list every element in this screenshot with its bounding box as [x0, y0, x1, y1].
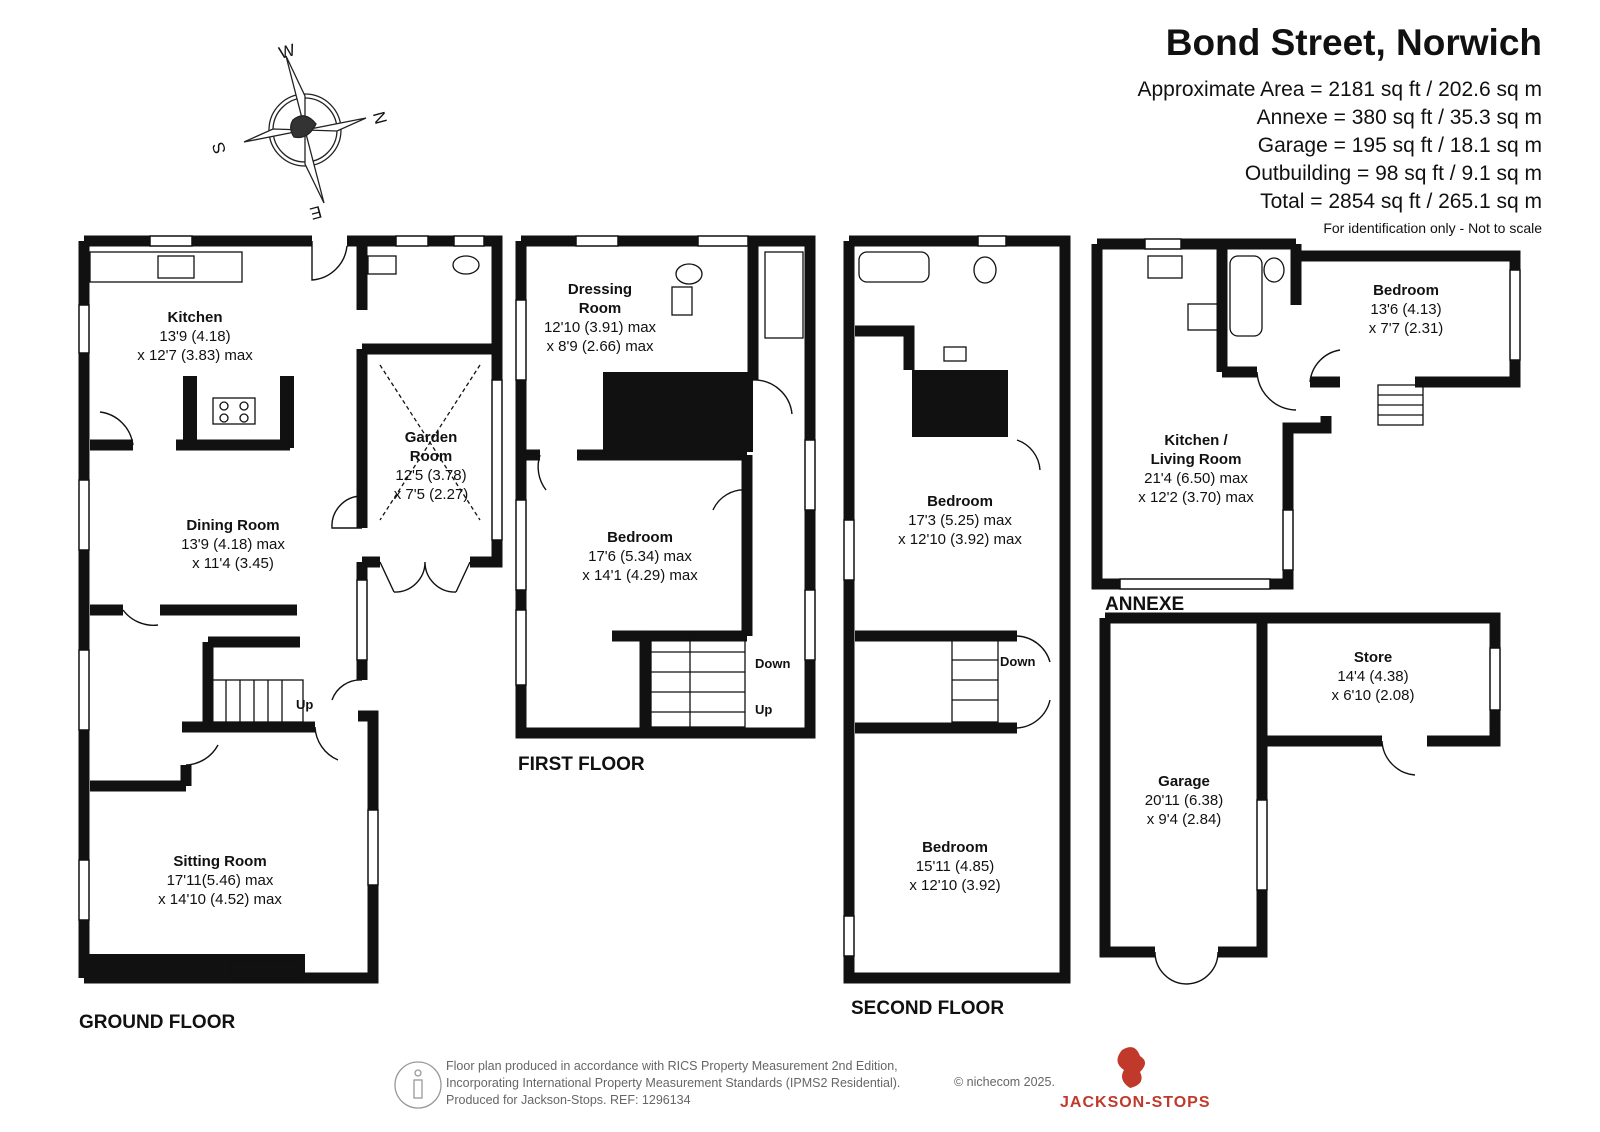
room-annexe-kitchen: Kitchen / Living Room 21'4 (6.50) max x …	[1138, 431, 1253, 507]
area-line-3: Garage = 195 sq ft / 18.1 sq m	[1257, 134, 1542, 157]
room-dim: x 12'2 (3.70) max	[1138, 489, 1254, 506]
room-dim: x 12'7 (3.83) max	[137, 347, 253, 364]
room-dim: 21'4 (6.50) max	[1144, 470, 1248, 487]
room-bedroom-second-1: Bedroom 17'3 (5.25) max x 12'10 (3.92) m…	[898, 492, 1022, 549]
area-line-5: Total = 2854 sq ft / 265.1 sq m	[1260, 190, 1542, 213]
floor-label-first: FIRST FLOOR	[518, 754, 645, 775]
room-store: Store 14'4 (4.38) x 6'10 (2.08)	[1332, 648, 1415, 705]
compass-rose	[243, 55, 367, 204]
room-dim: 13'6 (4.13)	[1370, 301, 1442, 318]
room-name: Bedroom	[1373, 282, 1439, 299]
floor-label-ground: GROUND FLOOR	[79, 1012, 236, 1033]
room-name: Garden	[404, 429, 458, 446]
room-dining: Dining Room 13'9 (4.18) max x 11'4 (3.45…	[181, 516, 285, 573]
stairs-down-second: Down	[1000, 654, 1036, 669]
room-dim: x 9'4 (2.84)	[1146, 811, 1222, 828]
area-line-2: Annexe = 380 sq ft / 35.3 sq m	[1256, 106, 1542, 129]
room-dim: x 6'10 (2.08)	[1331, 687, 1415, 704]
room-garden: Garden Room 12'5 (3.78) x 7'5 (2.27)	[394, 428, 469, 504]
room-name: Dressing	[567, 281, 633, 298]
room-bedroom-first: Bedroom 17'6 (5.34) max x 14'1 (4.29) ma…	[582, 528, 697, 585]
room-dim: x 12'10 (3.92)	[909, 877, 1001, 894]
footer-line: Floor plan produced in accordance with R…	[446, 1059, 898, 1073]
room-kitchen: Kitchen 13'9 (4.18) x 12'7 (3.83) max	[137, 308, 252, 365]
room-annexe-bedroom: Bedroom 13'6 (4.13) x 7'7 (2.31)	[1369, 281, 1444, 338]
room-bedroom-second-2: Bedroom 15'11 (4.85) x 12'10 (3.92)	[909, 838, 1000, 895]
room-dim: x 12'10 (3.92) max	[898, 531, 1022, 548]
room-name: Bedroom	[607, 529, 673, 546]
room-dim: 12'10 (3.91) max	[543, 319, 657, 336]
room-name: Kitchen /	[1164, 432, 1228, 449]
annexe-walls	[1091, 238, 1521, 590]
room-dim: x 8'9 (2.66) max	[546, 338, 654, 355]
room-name: Sitting Room	[173, 853, 267, 870]
footer-line: Produced for Jackson-Stops. REF: 1296134	[446, 1093, 691, 1107]
room-dim: 17'6 (5.34) max	[588, 548, 692, 565]
scale-note: For identification only - Not to scale	[1323, 220, 1542, 236]
room-dim: 17'11(5.46) max	[166, 872, 274, 889]
room-name: Garage	[1158, 773, 1210, 790]
jackson-stops-logo-icon	[1117, 1047, 1145, 1088]
room-sitting: Sitting Room 17'11(5.46) max x 14'10 (4.…	[158, 852, 282, 909]
area-line-4: Outbuilding = 98 sq ft / 9.1 sq m	[1244, 162, 1542, 185]
room-dim: 13'9 (4.18) max	[181, 536, 285, 553]
room-name: Bedroom	[922, 839, 988, 856]
copyright: © nichecom 2025.	[954, 1075, 1055, 1089]
room-dim: x 14'10 (4.52) max	[158, 891, 282, 908]
room-name: Store	[1353, 649, 1393, 666]
floor-label-annexe: ANNEXE	[1105, 594, 1185, 615]
room-name: Living Room	[1150, 451, 1242, 468]
stairs-up-first: Up	[755, 702, 773, 717]
room-dim: x 14'1 (4.29) max	[582, 567, 698, 584]
room-dim: x 7'5 (2.27)	[393, 486, 469, 503]
room-dressing: Dressing Room 12'10 (3.91) max x 8'9 (2.…	[544, 280, 656, 356]
room-dim: 13'9 (4.18)	[159, 328, 231, 345]
room-name: Bedroom	[927, 493, 993, 510]
stairs-down-first: Down	[755, 656, 791, 671]
room-dim: 15'11 (4.85)	[915, 858, 995, 875]
room-name: Kitchen	[167, 309, 223, 326]
info-icon	[394, 1061, 442, 1109]
room-name: Room	[578, 300, 622, 317]
room-dim: 14'4 (4.38)	[1337, 668, 1409, 685]
stairs-up-ground: Up	[296, 697, 314, 712]
room-dim: x 11'4 (3.45)	[192, 555, 274, 572]
floor-label-second: SECOND FLOOR	[851, 998, 1005, 1019]
footer-line: Incorporating International Property Mea…	[446, 1076, 901, 1090]
footer-text: Floor plan produced in accordance with R…	[446, 1058, 900, 1109]
room-dim: 20'11 (6.38)	[1144, 792, 1224, 809]
room-dim: 17'3 (5.25) max	[908, 512, 1012, 529]
room-dim: 12'5 (3.78)	[395, 467, 467, 484]
room-name: Room	[409, 448, 453, 465]
room-name: Dining Room	[186, 517, 280, 534]
area-line-1: Approximate Area = 2181 sq ft / 202.6 sq…	[1137, 78, 1543, 101]
page-title: Bond Street, Norwich	[1165, 22, 1542, 63]
room-garage: Garage 20'11 (6.38) x 9'4 (2.84)	[1145, 772, 1223, 829]
room-dim: x 7'7 (2.31)	[1368, 320, 1444, 337]
brand-name: JACKSON-STOPS	[1060, 1094, 1211, 1111]
